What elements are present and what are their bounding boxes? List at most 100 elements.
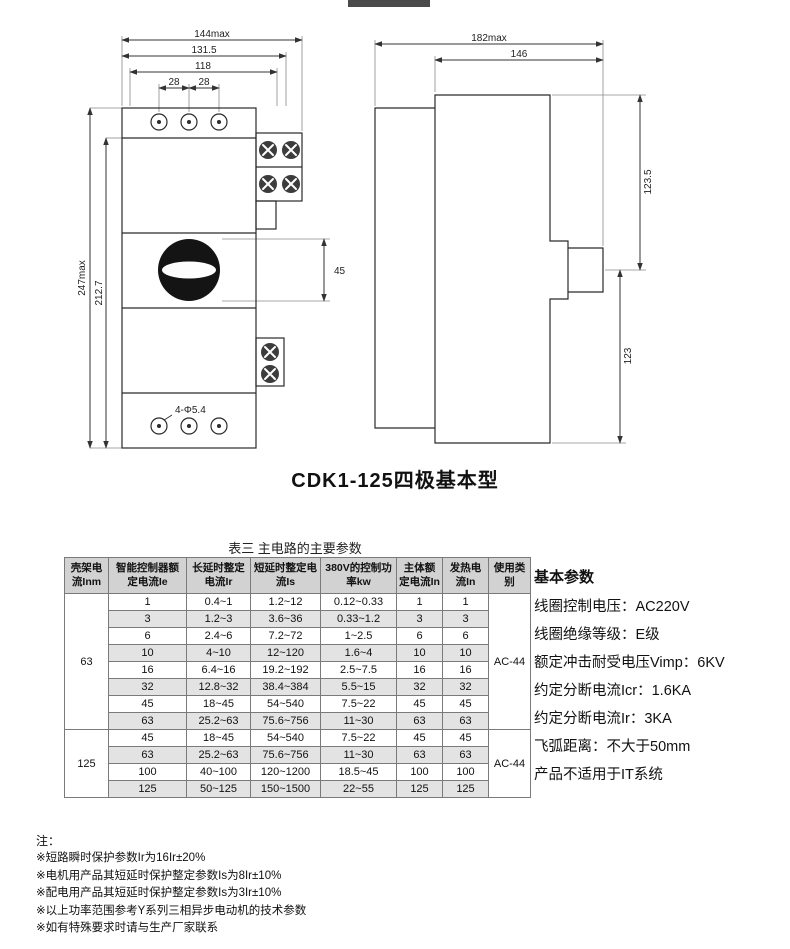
spec-cell: 4~10: [186, 644, 251, 662]
spec-cell: 45: [108, 729, 187, 747]
spec-cell: 10: [396, 644, 443, 662]
product-caption: CDK1-125四极基本型: [291, 470, 499, 492]
spec-cell: 1: [108, 593, 187, 611]
spec-cell: 45: [442, 695, 489, 713]
spec-cell: 6.4~16: [186, 661, 251, 679]
spec-cell: 1.2~12: [250, 593, 321, 611]
spec-cell: 7.2~72: [250, 627, 321, 645]
spec-cell: 1: [396, 593, 443, 611]
spec-cell: 63: [108, 746, 187, 764]
param-line: 线圈控制电压：AC220V: [534, 599, 690, 615]
header-frame-current: 壳架电流Inm: [64, 557, 109, 594]
spec-cell: 1.6~4: [320, 644, 397, 662]
spec-cell: 63: [396, 746, 443, 764]
spec-cell: 6: [396, 627, 443, 645]
header-usage-category: 使用类别: [488, 557, 531, 594]
terminal-screws: [150, 113, 228, 435]
spec-cell: 38.4~384: [250, 678, 321, 696]
basic-params-title: 基本参数: [534, 569, 595, 586]
spec-cell: 32: [108, 678, 187, 696]
frame-current-cell: 63: [64, 593, 109, 730]
dim-label-pitch-left: 28: [168, 77, 180, 88]
spec-cell: 75.6~756: [250, 746, 321, 764]
spec-cell: 3: [442, 610, 489, 628]
spec-cell: 54~540: [250, 729, 321, 747]
spec-cell: 45: [396, 729, 443, 747]
aux-terminal-screws: [259, 141, 300, 383]
spec-cell: 16: [442, 661, 489, 679]
spec-cell: 125: [396, 780, 443, 798]
spec-cell: 12~120: [250, 644, 321, 662]
header-short-delay-is: 短延时整定电流Is: [250, 557, 321, 594]
spec-cell: 45: [108, 695, 187, 713]
basic-params-panel: 基本参数 线圈控制电压：AC220V 线圈绝缘等级：E级 额定冲击耐受电压Vim…: [534, 566, 784, 794]
spec-cell: 6: [108, 627, 187, 645]
spec-cell: 5.5~15: [320, 678, 397, 696]
note-line: ※以上功率范围参考Y系列三相异步电动机的技术参数: [36, 904, 307, 917]
spec-cell: 0.12~0.33: [320, 593, 397, 611]
spec-cell: 0.4~1: [186, 593, 251, 611]
spec-cell: 120~1200: [250, 763, 321, 781]
dimension-labels: 144max 131.5 118 28 28 247max 212.7 45 4…: [77, 29, 346, 416]
rotary-handle: [158, 239, 220, 301]
dimension-lines: [87, 37, 327, 449]
param-line: 额定冲击耐受电压Vimp：6KV: [534, 655, 725, 671]
dim-label-depth-max: 182max: [471, 33, 507, 44]
spec-cell: 54~540: [250, 695, 321, 713]
spec-cell: 3: [396, 610, 443, 628]
spec-cell: 50~125: [186, 780, 251, 798]
spec-cell: 100: [442, 763, 489, 781]
param-line: 约定分断电流Icr：1.6KA: [534, 683, 692, 699]
dim-label-pitch-right: 28: [198, 77, 210, 88]
device-body-front: [121, 107, 303, 449]
dimension-labels: 182max 146 123.5 123: [471, 33, 654, 364]
spec-cell: 1.2~3: [186, 610, 251, 628]
spec-cell: 63: [442, 746, 489, 764]
table-title: 表三 主电路的主要参数: [228, 541, 362, 556]
spec-cell: 32: [396, 678, 443, 696]
spec-cell: 40~100: [186, 763, 251, 781]
spec-cell: 63: [442, 712, 489, 730]
spec-cell: 10: [108, 644, 187, 662]
spec-table-head: 壳架电流Inm 智能控制器额定电流Ie 长延时整定电流Ir 短延时整定电流Is …: [64, 557, 531, 594]
dim-label-width3: 118: [195, 61, 211, 72]
header-control-power: 380V的控制功率kw: [320, 557, 397, 594]
spec-cell: 63: [396, 712, 443, 730]
dim-label-width-max: 144max: [194, 29, 230, 40]
dim-label-handle-height: 45: [334, 266, 346, 277]
spec-cell: 75.6~756: [250, 712, 321, 730]
dim-label-depth2: 146: [511, 49, 528, 60]
header-long-delay-ir: 长延时整定电流Ir: [186, 557, 251, 594]
spec-table: 壳架电流Inm 智能控制器额定电流Ie 长延时整定电流Ir 短延时整定电流Is …: [64, 557, 531, 798]
extension-lines: [90, 36, 330, 449]
spec-cell: 1: [442, 593, 489, 611]
spec-cell: 45: [396, 695, 443, 713]
header-thermal-current: 发热电流In: [442, 557, 489, 594]
side-view-drawing: 182max 146 123.5 123: [374, 33, 654, 444]
frame-current-cell: 125: [64, 729, 109, 798]
spec-cell: 2.5~7.5: [320, 661, 397, 679]
usage-category-cell: AC-44: [488, 729, 531, 798]
param-line: 线圈绝缘等级：E级: [534, 627, 660, 643]
spec-cell: 18~45: [186, 729, 251, 747]
spec-cell: 25.2~63: [186, 746, 251, 764]
spec-cell: 100: [396, 763, 443, 781]
header-rated-current-ie: 智能控制器额定电流Ie: [108, 557, 187, 594]
spec-cell: 12.8~32: [186, 678, 251, 696]
param-line: 约定分断电流Ir：3KA: [534, 711, 672, 727]
spec-cell: 6: [442, 627, 489, 645]
dimension-lines: [374, 41, 643, 444]
header-row: 壳架电流Inm 智能控制器额定电流Ie 长延时整定电流Ir 短延时整定电流Is …: [64, 557, 531, 594]
